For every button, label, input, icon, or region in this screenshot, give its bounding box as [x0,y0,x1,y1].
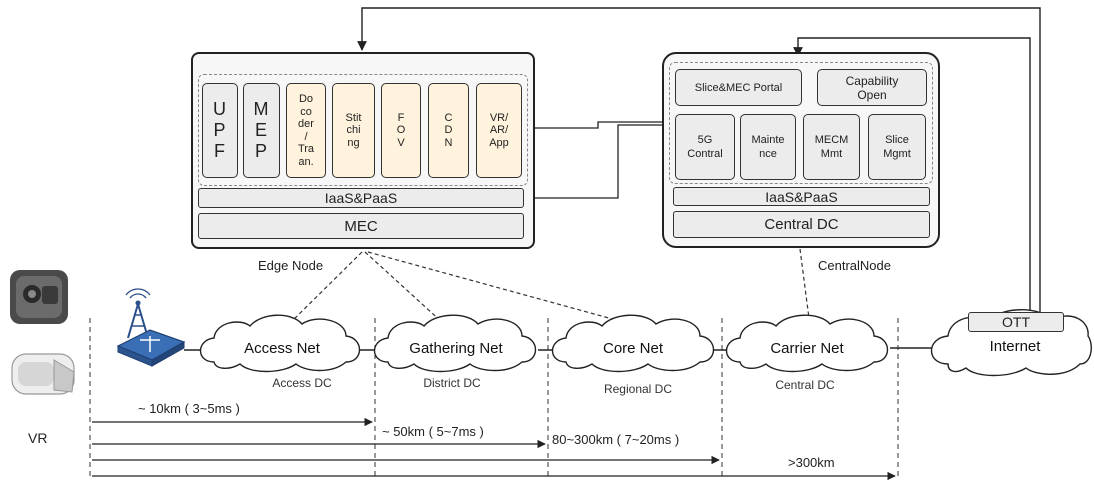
distance-label-10km: ~ 10km ( 3~5ms ) [138,401,240,416]
regional-dc-label: Regional DC [603,382,673,396]
upf-module: U P F [202,83,238,178]
core-net-label: Core Net [602,340,664,357]
distance-label-80-300km: 80~300km ( 7~20ms ) [552,432,680,447]
district-dc-label: District DC [423,376,481,390]
edge-node-label: Edge Node [258,258,324,273]
base-station-icon [116,288,186,367]
vr-label: VR [28,430,48,446]
central-node-modules-group [669,62,933,184]
vr-camera-icon [10,270,68,324]
central-node-label: CentralNode [818,258,891,273]
edge-central-link-upper [523,121,668,129]
central-dc-bar: Central DC [673,211,930,238]
slice-mec-portal-tile: Slice&MEC Portal [675,69,802,106]
ott-to-central-link [793,37,1031,315]
distance-label-50km: ~ 50km ( 5~7ms ) [382,424,484,439]
ott-box: OTT [968,312,1064,332]
5g-control-tile: 5G Contral [675,114,735,180]
edge-central-link-lower [523,124,668,199]
capability-open-tile: Capability Open [817,69,927,106]
stitching-module: Stit chi ng [332,83,375,178]
distance-label-300km: >300km [788,455,835,470]
edge-to-core-arrow [367,251,639,329]
decoder-module: Do co der / Tra an. [286,83,326,178]
cdn-module: C D N [428,83,469,178]
slice-mgmt-tile: Slice Mgmt [868,114,926,180]
maintenance-tile: Mainte nce [740,114,796,180]
internet-label: Internet [989,338,1041,355]
core-net-cloud [551,314,715,373]
vr-headset-icon [11,353,75,395]
central-to-carrier-arrow [799,248,814,327]
mec-bar: MEC [198,213,524,239]
vr-ar-app-module: VR/ AR/ App [476,83,522,178]
gathering-net-cloud [373,314,537,373]
access-dc-label: Access DC [272,376,332,390]
fov-module: F O V [381,83,421,178]
central-iaas-paas-bar: IaaS&PaaS [673,187,930,206]
edge-iaas-paas-bar: IaaS&PaaS [198,188,524,208]
central-dc-label: Central DC [775,378,835,392]
gathering-net-label: Gathering Net [409,340,503,357]
carrier-net-cloud [725,314,889,373]
edge-node-modules-group [198,74,528,186]
access-net-label: Access Net [244,340,320,357]
carrier-net-label: Carrier Net [770,340,844,357]
mecm-mmt-tile: MECM Mmt [803,114,860,180]
ott-to-edge-link [357,7,1041,315]
mep-module: M E P [243,83,280,178]
access-net-cloud [199,314,361,373]
